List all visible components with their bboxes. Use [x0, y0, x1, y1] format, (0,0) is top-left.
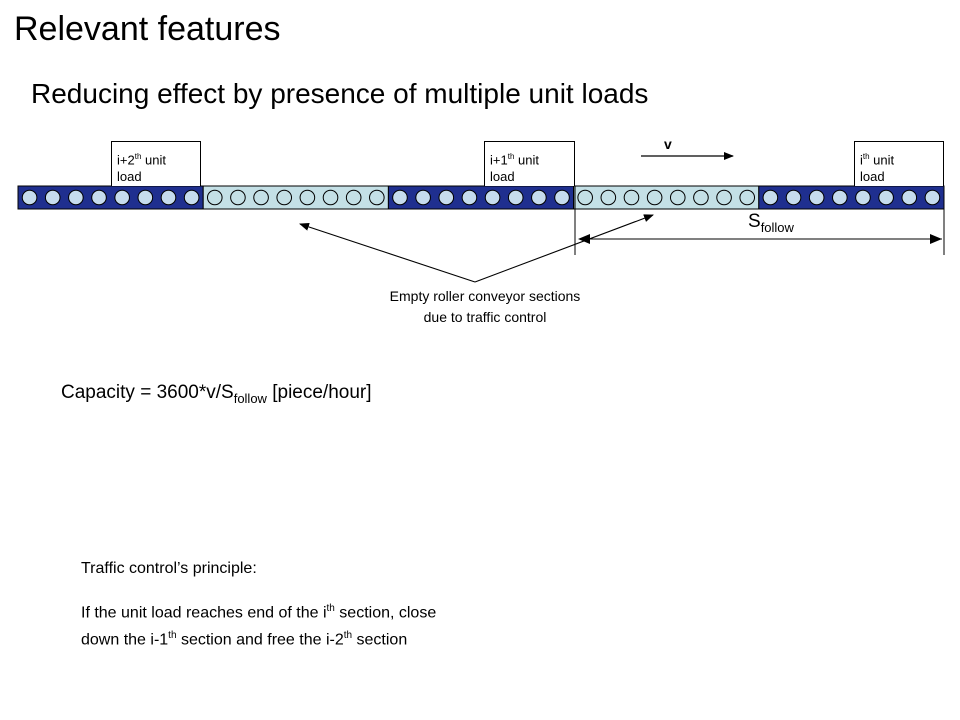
load-label-prefix: i+2	[117, 152, 135, 168]
load-label-unit: unit	[141, 152, 166, 168]
load-label-superscript: th	[134, 152, 142, 161]
load-label-prefix: i	[860, 152, 863, 168]
caption-line-1: Empty roller conveyor sections	[389, 288, 581, 304]
load-label-superscript: th	[507, 152, 515, 161]
load-label-unit: unit	[869, 152, 895, 168]
s-follow-base: S	[748, 211, 761, 232]
capacity-formula-subscript: follow	[233, 390, 267, 406]
s-follow-right-arrowhead	[930, 234, 942, 244]
roller	[901, 189, 918, 206]
roller	[484, 189, 501, 206]
roller	[160, 189, 177, 206]
roller	[785, 189, 802, 206]
unit-load-box-i-plus-1: i+1th unit load	[484, 141, 575, 186]
principle-superscript: th	[343, 630, 353, 642]
roller	[369, 189, 385, 206]
roller	[183, 189, 200, 206]
roller	[230, 189, 246, 206]
roller	[253, 189, 269, 206]
roller	[855, 189, 871, 206]
caption-line-2: due to traffic control	[423, 309, 547, 325]
roller	[600, 189, 617, 206]
load-label-load: load	[490, 169, 515, 185]
roller	[832, 189, 848, 206]
principle-text-part: section	[352, 631, 408, 649]
principle-text: If the unit load reaches end of the ith …	[81, 597, 581, 652]
roller	[322, 189, 339, 206]
roller	[206, 189, 223, 206]
roller	[623, 189, 640, 206]
capacity-formula-unit: [piece/hour]	[266, 382, 372, 403]
capacity-formula: Capacity = 3600*v/Sfollow [piece/hour]	[61, 382, 372, 406]
empty-sections-caption: Empty roller conveyor sections due to tr…	[340, 286, 630, 328]
roller	[507, 189, 524, 206]
unit-load-box-i-plus-2: i+2th unit load	[111, 141, 201, 186]
roller	[693, 189, 709, 206]
principle-text-part: section and free the i-2	[176, 631, 344, 649]
s-follow-label: Sfollow	[748, 211, 794, 235]
roller	[461, 189, 478, 206]
roller	[44, 189, 61, 206]
unit-load-box-i: ith unit load	[854, 141, 944, 186]
load-label-load: load	[117, 169, 142, 185]
roller	[577, 189, 593, 206]
roller-conveyor	[17, 185, 945, 210]
roller	[646, 189, 663, 206]
principle-text-part: section, close	[334, 604, 437, 622]
callout-arrow-right	[474, 214, 654, 283]
roller	[808, 189, 825, 206]
roller	[762, 189, 779, 206]
principle-text-part: down the i-1	[81, 631, 169, 649]
roller	[21, 189, 38, 206]
roller	[345, 189, 362, 206]
roller	[878, 189, 894, 206]
roller	[114, 189, 130, 206]
roller	[68, 189, 84, 206]
principle-superscript: th	[326, 603, 335, 614]
roller	[276, 189, 293, 206]
roller	[299, 189, 316, 206]
load-label-prefix: i+1	[490, 152, 508, 168]
roller	[438, 189, 455, 206]
roller	[531, 189, 547, 206]
principle-heading: Traffic control’s principle:	[81, 560, 257, 577]
roller	[669, 189, 686, 206]
roller	[415, 189, 431, 206]
roller	[392, 189, 408, 206]
roller	[924, 189, 941, 206]
s-follow-left-arrowhead	[578, 234, 590, 244]
slide-title: Relevant features	[14, 10, 281, 48]
principle-text-part: If the unit load reaches end of the i	[81, 604, 327, 622]
roller	[554, 189, 570, 206]
load-label-load: load	[860, 169, 885, 185]
roller	[137, 189, 154, 206]
roller	[716, 189, 732, 206]
roller	[91, 189, 107, 206]
load-label-superscript: th	[862, 152, 870, 161]
velocity-label: v	[664, 136, 672, 152]
callout-arrow-left	[299, 223, 476, 283]
roller	[739, 189, 756, 206]
capacity-formula-main: Capacity = 3600*v/S	[61, 382, 234, 403]
principle-superscript: th	[168, 630, 177, 642]
load-label-unit: unit	[514, 152, 539, 168]
slide-subtitle: Reducing effect by presence of multiple …	[31, 78, 649, 109]
s-follow-subscript: follow	[760, 219, 794, 235]
